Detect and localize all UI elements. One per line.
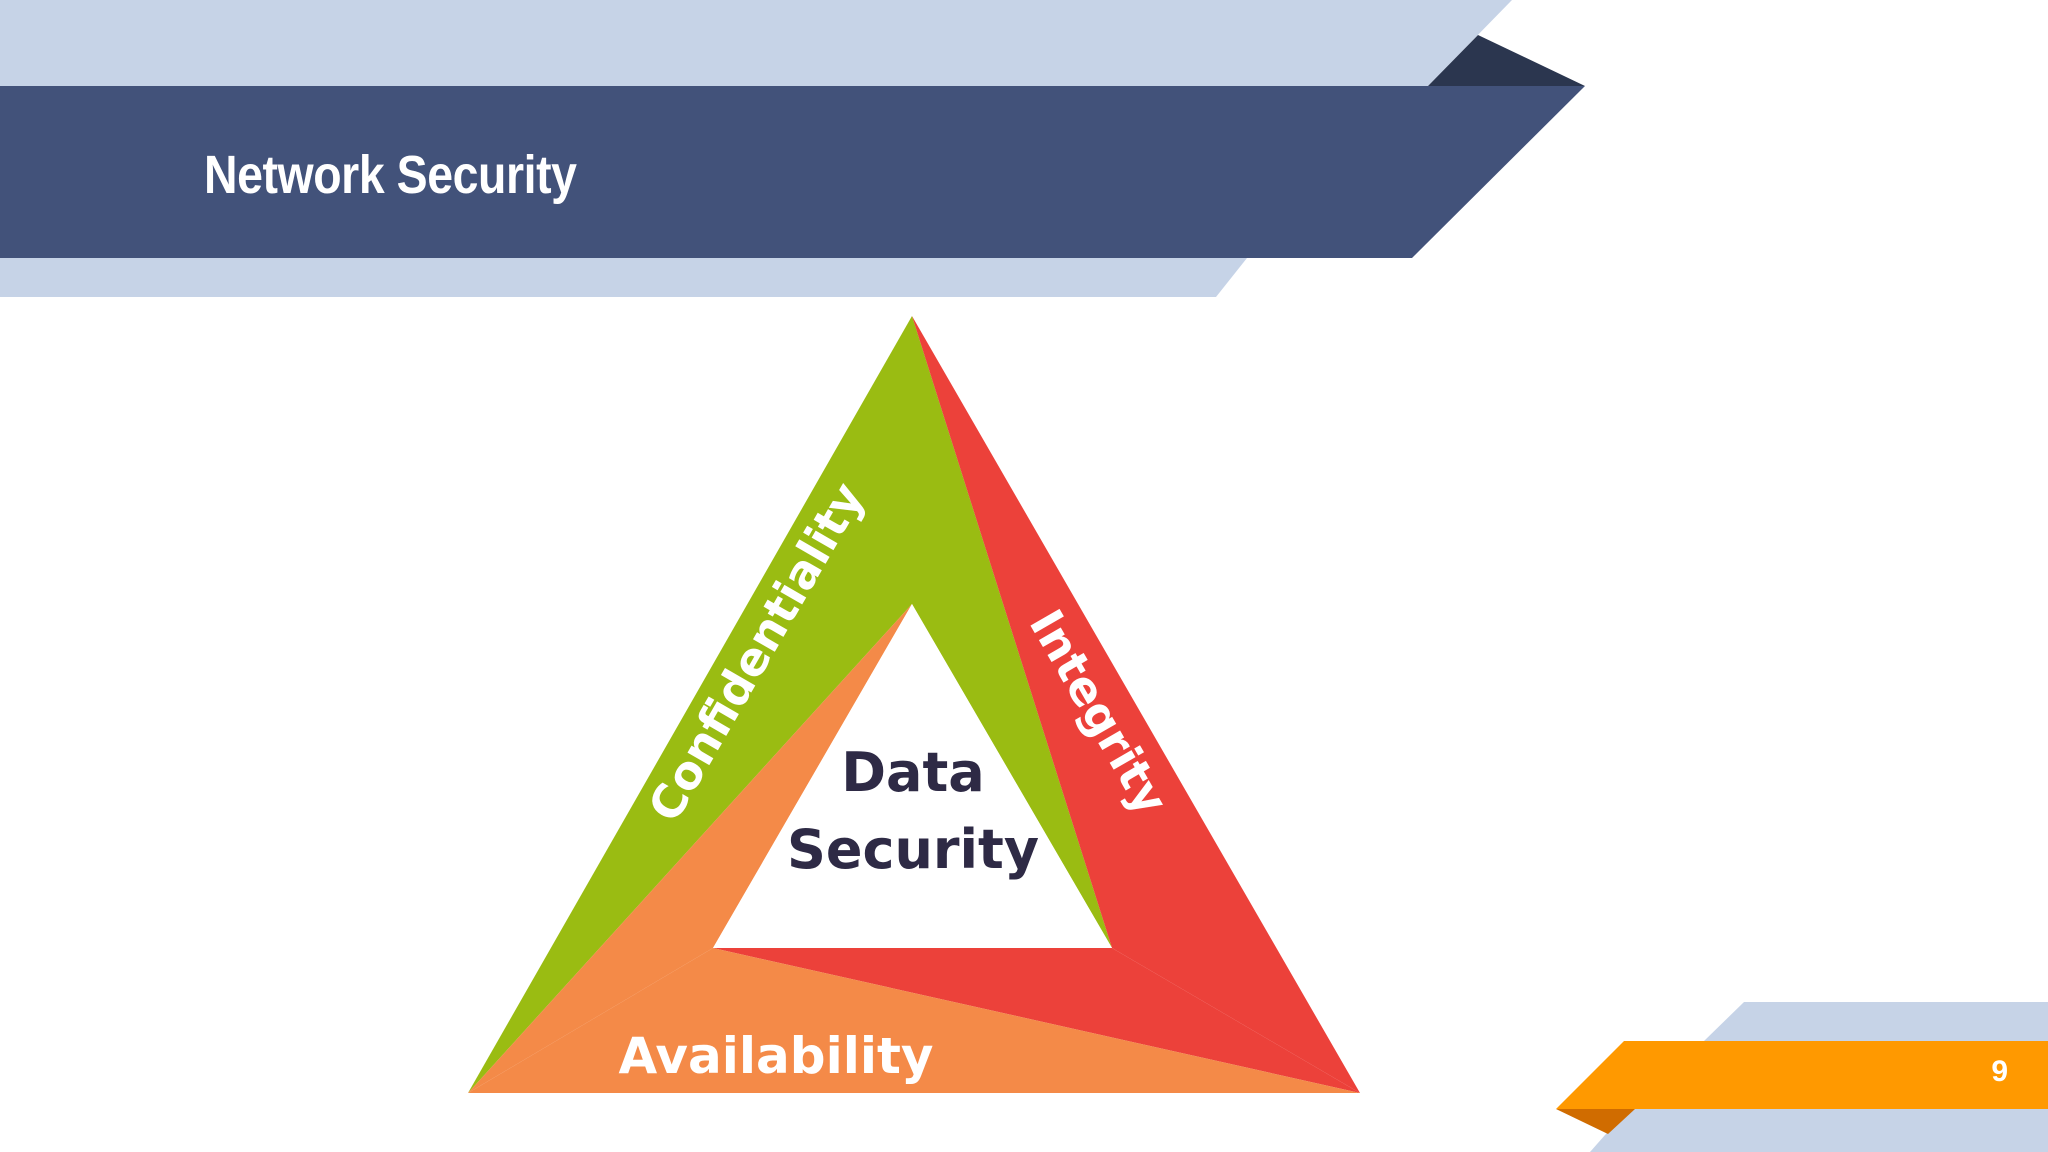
header-light-band-bottom — [0, 258, 1247, 297]
confidentiality-segment — [468, 316, 912, 1093]
center-label-data: Data — [841, 741, 985, 804]
integrity-segment — [912, 316, 1360, 1093]
cia-triad-diagram: Confidentiality Integrity Availability D… — [468, 316, 1360, 1093]
center-label-security: Security — [787, 818, 1039, 881]
header-title-band — [0, 86, 1585, 258]
header-fold-shadow — [1428, 35, 1585, 86]
data-security-core — [713, 604, 1112, 948]
availability-segment — [468, 948, 1360, 1093]
page-number: 9 — [1991, 1055, 2008, 1088]
header-light-band-top — [0, 0, 1512, 86]
slide-title: Network Security — [204, 145, 577, 205]
footer-light-band-top — [1704, 1002, 2048, 1041]
availability-segment-inner — [468, 604, 912, 1093]
availability-label: Availability — [619, 1027, 934, 1085]
footer-light-band-bottom — [1590, 1109, 2048, 1152]
footer-fold-shadow — [1556, 1109, 1635, 1134]
footer-accent-band — [1556, 1041, 2048, 1109]
